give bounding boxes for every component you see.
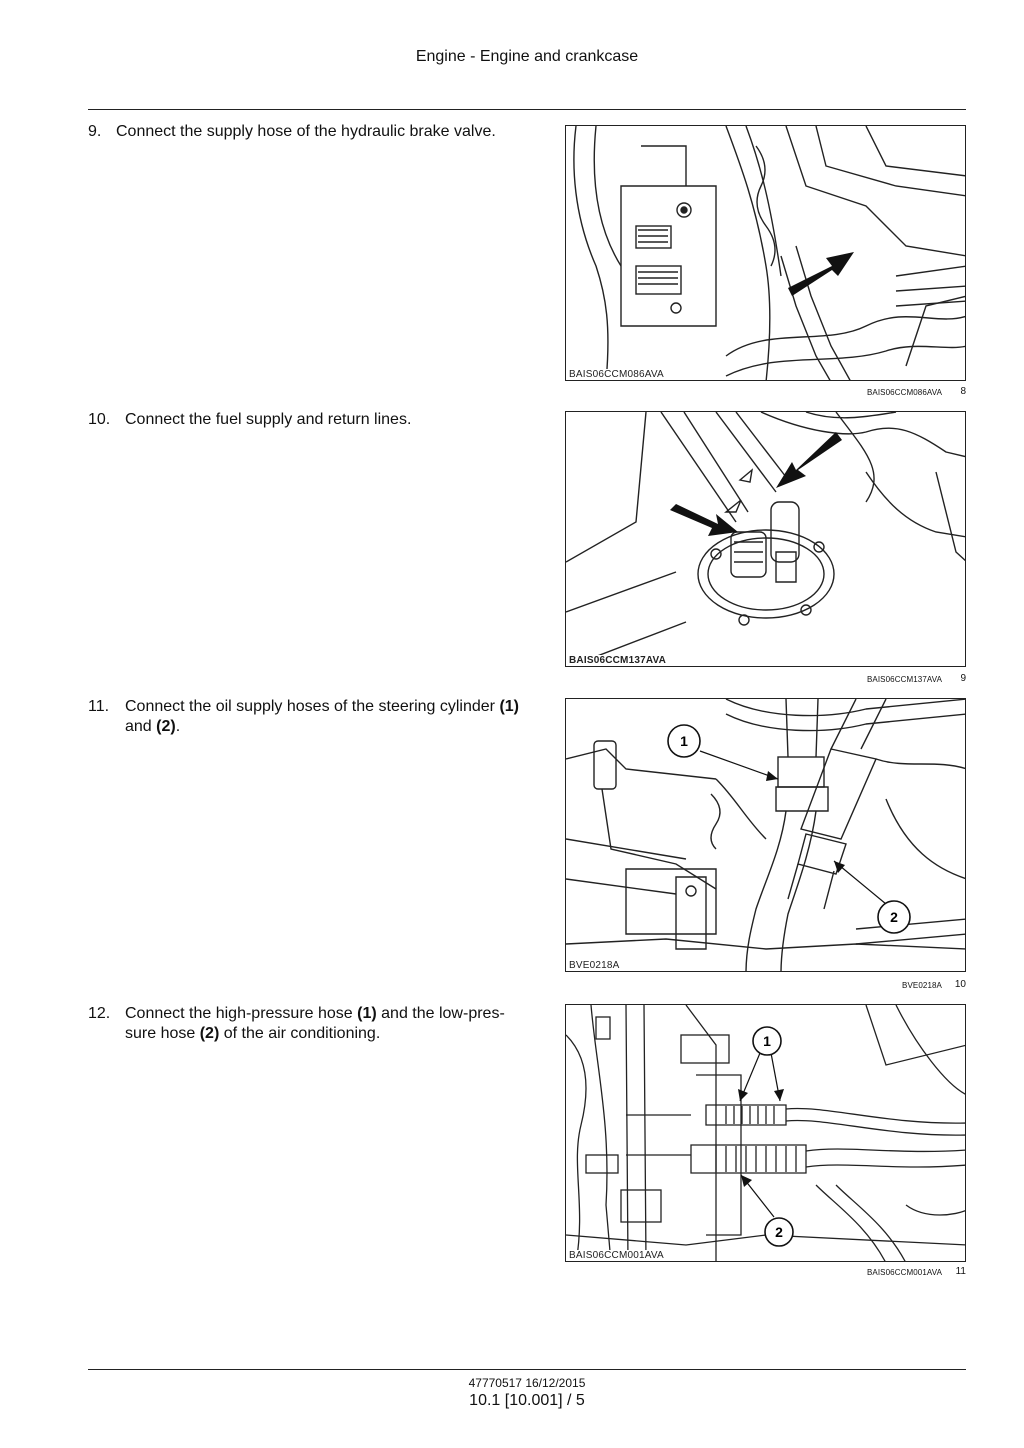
figure-number: 11: [955, 1266, 966, 1277]
figure-number: 10: [954, 979, 966, 990]
callout-label: 2: [890, 909, 898, 925]
figure-image-code: BVE0218A: [568, 960, 623, 971]
caption-code: BAIS06CCM137AVA: [866, 675, 942, 684]
figure-illustration: 1 2: [566, 1005, 965, 1261]
step-text: Connect the supply hose of the hydraulic…: [116, 123, 496, 140]
figure-illustration: 1 2: [566, 699, 965, 971]
reference-2: (2): [156, 718, 176, 735]
step-number: 11.: [88, 698, 110, 715]
arrow-icon: [788, 252, 854, 296]
reference-1: (1): [357, 1005, 377, 1022]
figure-number: 8: [960, 386, 966, 397]
page-header-title: Engine - Engine and crankcase: [415, 48, 639, 65]
figure-number: 9: [960, 673, 966, 684]
callout-1: [667, 724, 701, 758]
callout-2: [764, 1217, 794, 1247]
callout-2: [877, 900, 911, 934]
step-number: 12.: [88, 1005, 111, 1022]
caption-code: BVE0218A: [902, 981, 942, 990]
arrow-icon: [776, 432, 842, 488]
callout-label: 1: [680, 733, 688, 749]
step-number: 10.: [88, 411, 111, 428]
figure-air-conditioning-hoses: 1 2 BAIS06CCM001AVA: [565, 1004, 966, 1262]
reference-1: (1): [499, 698, 519, 715]
callout-label: 2: [775, 1224, 783, 1240]
figure-image-code: BAIS06CCM137AVA: [568, 655, 670, 666]
figure-image-code: BAIS06CCM086AVA: [568, 369, 667, 380]
step-text: Connect the oil supply hoses of the stee…: [125, 698, 519, 735]
footer-document-reference: 47770517 16/12/2015: [468, 1376, 586, 1390]
callout-1: [752, 1026, 782, 1056]
figure-image-code: BAIS06CCM001AVA: [568, 1250, 667, 1261]
footer-rule: [88, 1369, 966, 1370]
figure-steering-cylinder-hoses: 1 2 BVE0218A: [565, 698, 966, 972]
figure-hydraulic-brake-valve: BAIS06CCM086AVA: [565, 125, 966, 381]
figure-caption: BAIS06CCM137AVA 9: [565, 673, 966, 687]
reference-2: (2): [199, 1025, 220, 1042]
figure-caption: BVE0218A 10: [565, 979, 966, 993]
caption-code: BAIS06CCM001AVA: [866, 1268, 942, 1277]
callout-label: 1: [763, 1033, 771, 1049]
step-number: 9.: [88, 123, 102, 140]
footer-page-number: 10.1 [10.001] / 5: [469, 1392, 585, 1409]
caption-code: BAIS06CCM086AVA: [866, 388, 942, 397]
step-text: Connect the fuel supply and return lines…: [125, 411, 412, 428]
figure-caption: BAIS06CCM001AVA 11: [565, 1266, 966, 1280]
step-text: Connect the high-pressure hose (1) and t…: [125, 1005, 505, 1042]
header-rule: [88, 109, 966, 110]
figure-illustration: [573, 126, 965, 380]
figure-caption: BAIS06CCM086AVA 8: [565, 386, 966, 400]
arrow-icon: [670, 504, 738, 536]
figure-fuel-lines: BAIS06CCM137AVA: [565, 411, 966, 667]
figure-illustration: [566, 412, 965, 666]
